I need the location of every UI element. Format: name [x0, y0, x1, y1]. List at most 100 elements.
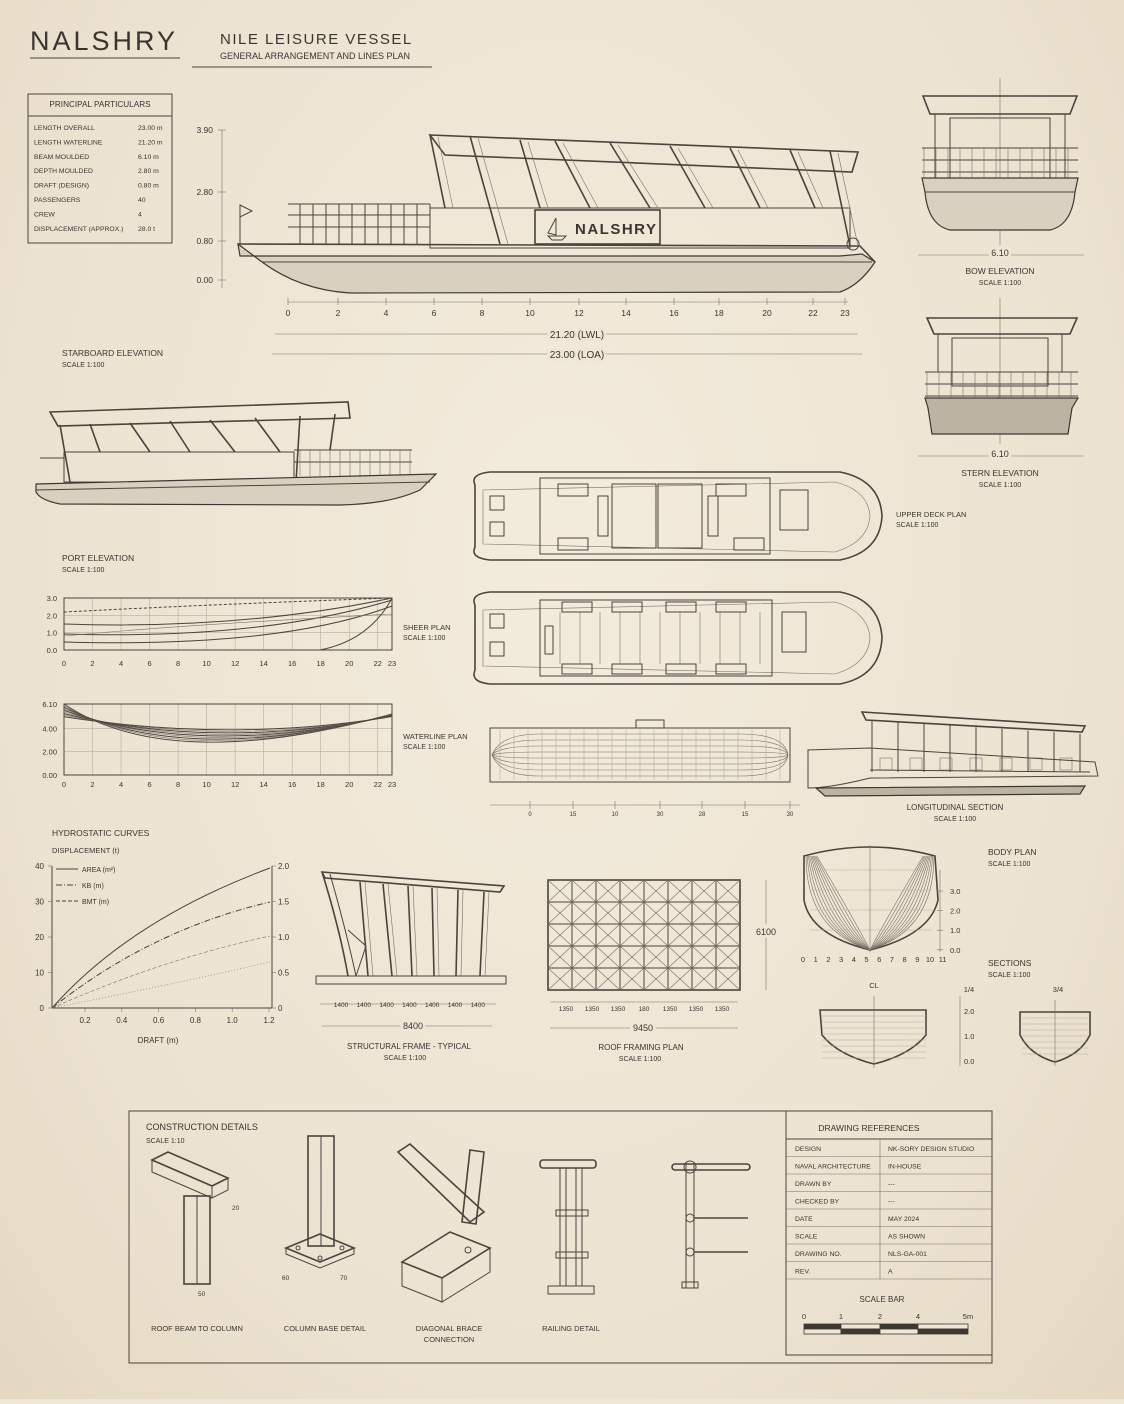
wl-x-tick: 18 [317, 780, 325, 789]
body-station-line [869, 855, 924, 951]
plan-tick-label: 0 [528, 812, 532, 818]
dim-60: 60 [282, 1275, 290, 1282]
hydro-xlabel: DRAFT (m) [138, 1036, 179, 1045]
column-base-detail: 60 70 [282, 1135, 357, 1282]
seat [557, 537, 589, 551]
construction-title: CONSTRUCTION DETAILS [146, 1122, 258, 1132]
seat [557, 483, 589, 497]
main-deck-plan [473, 591, 883, 685]
section-seat [879, 757, 893, 771]
frame-post [455, 889, 459, 977]
reference-value: A [888, 1269, 893, 1276]
seat [665, 601, 697, 613]
sheer-x-tick: 2 [90, 659, 94, 668]
drawing-subtitle: GENERAL ARRANGEMENT AND LINES PLAN [220, 51, 410, 61]
wl-y-tick: 2.00 [42, 748, 57, 757]
particulars-frame [27, 93, 173, 244]
sections-title: SECTIONS [988, 958, 1032, 968]
section-cl-outline [819, 1009, 927, 1065]
dim-50: 50 [198, 1291, 206, 1298]
port-canopy-strut [295, 415, 301, 483]
reference-value: --- [888, 1181, 895, 1188]
height-tick-label: 0.00 [196, 275, 213, 285]
waterline-scale: SCALE 1:100 [403, 744, 446, 751]
body-x-tick: 5 [864, 955, 868, 964]
seat [733, 537, 765, 551]
seat [597, 495, 609, 537]
sheer-x-tick: 18 [317, 659, 325, 668]
canopy-strut [729, 147, 761, 209]
upper-deck-scale: SCALE 1:100 [896, 522, 939, 529]
particular-label: BEAM MOULDED [34, 154, 89, 161]
seat [611, 601, 643, 613]
lwl-label: 21.20 (LWL) [550, 330, 604, 341]
starboard-title: STARBOARD ELEVATION [62, 348, 163, 358]
hydro-ylabel: DISPLACEMENT (t) [52, 846, 120, 855]
frame-spacing: 1400 [334, 1002, 349, 1009]
wl-x-tick: 12 [231, 780, 239, 789]
construction-scale: SCALE 1:10 [146, 1138, 185, 1145]
reference-label: DESIGN [795, 1146, 821, 1153]
bow-beam: 6.10 [991, 248, 1009, 258]
hydro-x-tick: 0.6 [153, 1016, 165, 1025]
roof-beam-detail: 20 50 [150, 1151, 240, 1298]
dim-70: 70 [340, 1275, 348, 1282]
body-x-tick: 8 [903, 955, 907, 964]
body-station-line [814, 855, 871, 951]
port-scale: SCALE 1:100 [62, 567, 105, 574]
reference-value: NLS-GA-001 [888, 1251, 927, 1258]
frame-spacing: 1400 [402, 1002, 417, 1009]
wl-x-tick: 16 [288, 780, 296, 789]
stern-title: STERN ELEVATION [961, 468, 1039, 478]
hydrostatic-curves: HYDROSTATIC CURVES DISPLACEMENT (t) 4030… [35, 828, 290, 1045]
bow-elevation: 6.10 BOW ELEVATION SCALE 1:100 [918, 78, 1084, 287]
wl-y-tick: 4.00 [42, 724, 57, 733]
port-railing [40, 449, 412, 476]
canopy-roof [428, 134, 860, 173]
frame-brace [347, 929, 367, 977]
station-tick-label: 4 [384, 308, 389, 318]
scale-bar-segment [917, 1323, 969, 1330]
legend-label: AREA (m²) [82, 867, 115, 874]
body-station-line [808, 855, 871, 951]
brand-logo-text: NALSHRY [30, 26, 178, 56]
frame-post [431, 887, 435, 977]
body-station-line [809, 855, 871, 951]
station-tick-label: 20 [762, 308, 772, 318]
wl-x-tick: 20 [345, 780, 353, 789]
body-station-line [869, 855, 934, 951]
section-seat [909, 757, 923, 771]
roof-scale: SCALE 1:100 [619, 1056, 662, 1063]
body-x-tick: 9 [915, 955, 919, 964]
sheer-frame [63, 597, 393, 651]
scale-bar-label: 0 [802, 1312, 806, 1321]
sheer-x-tick: 6 [147, 659, 151, 668]
bow-railing [922, 147, 1078, 178]
body-station-line [869, 855, 932, 951]
port-canopy [48, 401, 351, 427]
sheer-x-tick: 10 [202, 659, 210, 668]
station-tick-label: 2 [336, 308, 341, 318]
body-x-tick: 7 [890, 955, 894, 964]
kb-curve [51, 901, 271, 1009]
roof-spacing: 180 [639, 1006, 650, 1013]
reference-label: DRAWN BY [795, 1181, 832, 1188]
roof-spacing: 1350 [689, 1006, 704, 1013]
legend-label: BMT (m) [82, 899, 109, 906]
wl-x-tick: 8 [176, 780, 180, 789]
reference-value: MAY 2024 [888, 1216, 919, 1223]
plan-tick-label: 30 [657, 812, 664, 818]
canopy-strut [829, 150, 851, 247]
roof-title: ROOF FRAMING PLAN [598, 1043, 684, 1052]
dim-20: 20 [232, 1205, 240, 1212]
hydro-y-right-tick: 0 [278, 1004, 283, 1013]
hydro-y-left-tick: 30 [35, 898, 44, 907]
loa-label: 23.00 (LOA) [550, 350, 604, 361]
wl-x-tick: 22 [374, 780, 382, 789]
particular-value: 23.00 m [138, 125, 163, 132]
stern-cabin-back [951, 337, 1049, 387]
bow-canopy [921, 95, 1079, 115]
